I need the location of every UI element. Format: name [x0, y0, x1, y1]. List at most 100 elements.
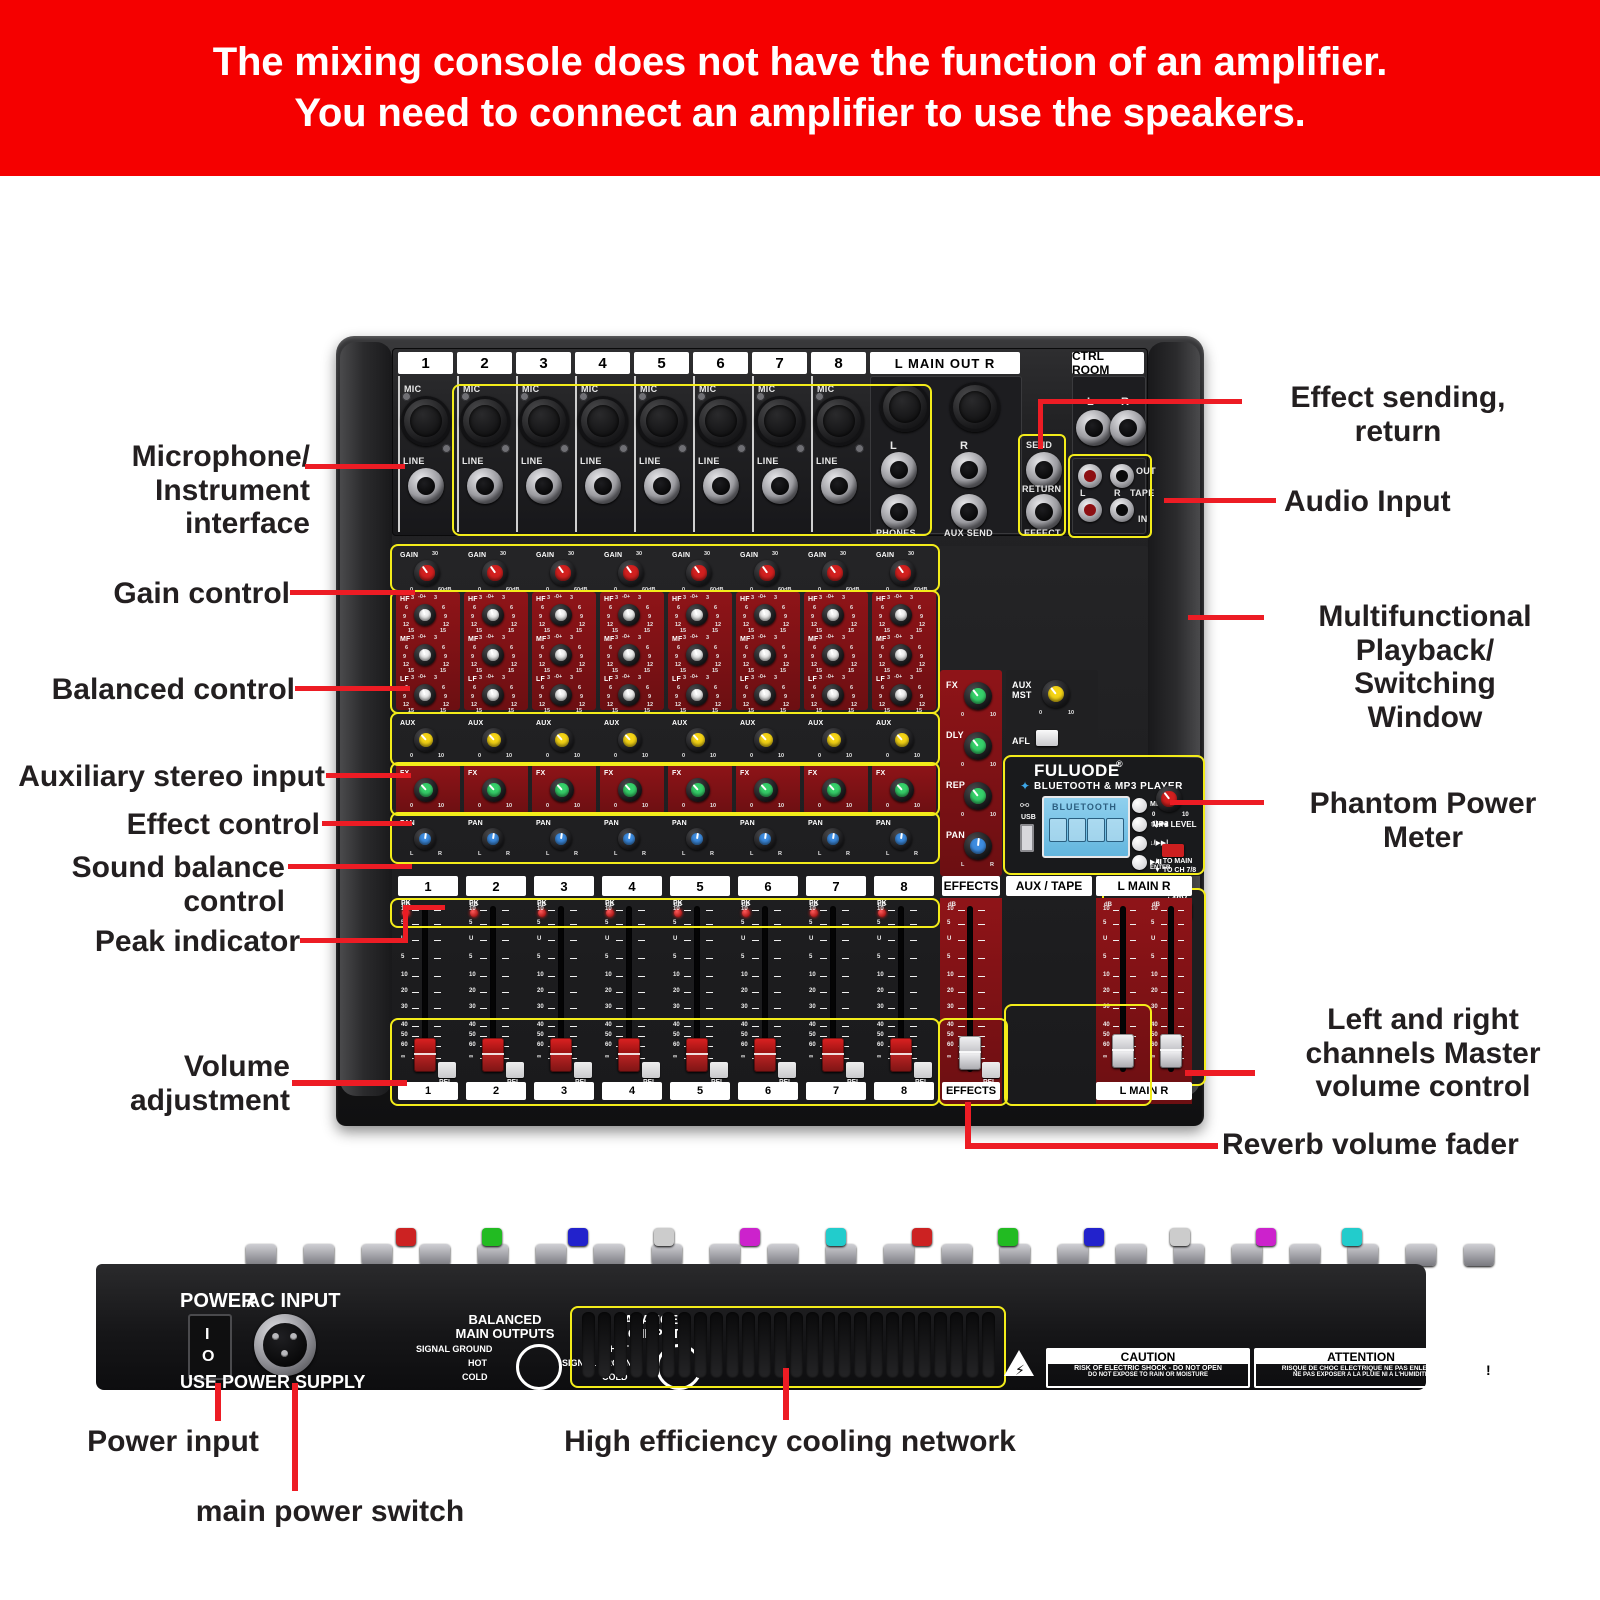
pfl-button[interactable]	[438, 1062, 456, 1078]
pfl-button[interactable]	[506, 1062, 524, 1078]
effects-fader[interactable]	[959, 1036, 981, 1070]
knob-pan-ch7[interactable]	[822, 828, 844, 850]
tape-out-rca-r[interactable]	[1110, 464, 1134, 488]
pfl-button[interactable]	[914, 1062, 932, 1078]
line-trs-jack[interactable]	[762, 468, 798, 504]
knob-gain-ch1[interactable]	[414, 560, 440, 586]
knob-mf-ch8[interactable]	[890, 644, 912, 666]
channel-fader-1[interactable]	[414, 1038, 436, 1072]
main-out-xlr-l[interactable]	[880, 382, 930, 432]
knob-lf-ch7[interactable]	[822, 684, 844, 706]
fx-strip-knob-fx[interactable]	[964, 682, 992, 710]
fx-strip-knob-pan[interactable]	[964, 832, 992, 860]
line-trs-jack[interactable]	[821, 468, 857, 504]
knob-lf-ch6[interactable]	[754, 684, 776, 706]
channel-fader-7[interactable]	[822, 1038, 844, 1072]
knob-fx-ch7[interactable]	[822, 778, 846, 802]
channel-fader-3[interactable]	[550, 1038, 572, 1072]
knob-fx-ch6[interactable]	[754, 778, 778, 802]
knob-aux-ch6[interactable]	[754, 728, 778, 752]
knob-gain-ch8[interactable]	[890, 560, 916, 586]
knob-mf-ch1[interactable]	[414, 644, 436, 666]
knob-gain-ch4[interactable]	[618, 560, 644, 586]
knob-pan-ch2[interactable]	[482, 828, 504, 850]
mp3-button-2[interactable]	[1132, 836, 1147, 851]
knob-lf-ch5[interactable]	[686, 684, 708, 706]
phones-jack[interactable]	[881, 494, 917, 530]
xlr-mic-jack[interactable]	[814, 396, 864, 446]
fx-strip-knob-rep[interactable]	[964, 782, 992, 810]
tape-in-rca-r[interactable]	[1110, 498, 1134, 522]
knob-fx-ch1[interactable]	[414, 778, 438, 802]
tape-in-rca-l[interactable]	[1078, 498, 1102, 522]
knob-lf-ch8[interactable]	[890, 684, 912, 706]
ctrl-room-trs-r[interactable]	[1110, 410, 1146, 446]
knob-hf-ch7[interactable]	[822, 604, 844, 626]
knob-pan-ch6[interactable]	[754, 828, 776, 850]
knob-gain-ch2[interactable]	[482, 560, 508, 586]
ctrl-room-trs-l[interactable]	[1076, 410, 1112, 446]
knob-hf-ch8[interactable]	[890, 604, 912, 626]
knob-hf-ch5[interactable]	[686, 604, 708, 626]
afl-switch[interactable]	[1036, 730, 1058, 746]
knob-fx-ch3[interactable]	[550, 778, 574, 802]
master-fader-L[interactable]	[1112, 1034, 1134, 1068]
master-fader-R[interactable]	[1160, 1034, 1182, 1068]
knob-aux-ch3[interactable]	[550, 728, 574, 752]
knob-hf-ch3[interactable]	[550, 604, 572, 626]
knob-aux-ch8[interactable]	[890, 728, 914, 752]
pfl-button[interactable]	[642, 1062, 660, 1078]
knob-mf-ch4[interactable]	[618, 644, 640, 666]
knob-mf-ch3[interactable]	[550, 644, 572, 666]
mp3-button-1[interactable]	[1132, 817, 1147, 832]
main-out-trs-r[interactable]	[951, 452, 987, 488]
knob-lf-ch1[interactable]	[414, 684, 436, 706]
knob-mf-ch6[interactable]	[754, 644, 776, 666]
line-trs-jack[interactable]	[408, 468, 444, 504]
knob-pan-ch3[interactable]	[550, 828, 572, 850]
line-trs-jack[interactable]	[644, 468, 680, 504]
to-main-ch78-switch[interactable]	[1162, 844, 1184, 857]
knob-mf-ch2[interactable]	[482, 644, 504, 666]
line-trs-jack[interactable]	[526, 468, 562, 504]
pfl-button-effects[interactable]	[982, 1062, 1000, 1078]
knob-lf-ch3[interactable]	[550, 684, 572, 706]
knob-aux-ch4[interactable]	[618, 728, 642, 752]
knob-mf-ch7[interactable]	[822, 644, 844, 666]
xlr-mic-jack[interactable]	[578, 396, 628, 446]
knob-hf-ch1[interactable]	[414, 604, 436, 626]
main-out-trs-l[interactable]	[881, 452, 917, 488]
channel-fader-8[interactable]	[890, 1038, 912, 1072]
knob-hf-ch4[interactable]	[618, 604, 640, 626]
knob-hf-ch2[interactable]	[482, 604, 504, 626]
channel-fader-5[interactable]	[686, 1038, 708, 1072]
knob-fx-ch2[interactable]	[482, 778, 506, 802]
knob-pan-ch1[interactable]	[414, 828, 436, 850]
xlr-mic-jack[interactable]	[696, 396, 746, 446]
xlr-mic-jack[interactable]	[519, 396, 569, 446]
knob-mp3-level[interactable]	[1156, 786, 1182, 812]
knob-fx-ch4[interactable]	[618, 778, 642, 802]
knob-aux-ch2[interactable]	[482, 728, 506, 752]
knob-gain-ch5[interactable]	[686, 560, 712, 586]
main-out-xlr-r[interactable]	[950, 382, 1000, 432]
knob-fx-ch5[interactable]	[686, 778, 710, 802]
channel-fader-6[interactable]	[754, 1038, 776, 1072]
pfl-button[interactable]	[710, 1062, 728, 1078]
xlr-mic-jack[interactable]	[755, 396, 805, 446]
knob-aux-master[interactable]	[1042, 680, 1070, 708]
effect-return-jack[interactable]	[1026, 494, 1062, 530]
mp3-button-0[interactable]	[1132, 798, 1147, 813]
tape-out-rca-l[interactable]	[1078, 464, 1102, 488]
knob-lf-ch2[interactable]	[482, 684, 504, 706]
knob-lf-ch4[interactable]	[618, 684, 640, 706]
channel-fader-4[interactable]	[618, 1038, 640, 1072]
xlr-mic-jack[interactable]	[460, 396, 510, 446]
usb-port[interactable]	[1020, 824, 1034, 852]
knob-aux-ch7[interactable]	[822, 728, 846, 752]
knob-pan-ch4[interactable]	[618, 828, 640, 850]
mp3-button-3[interactable]	[1132, 855, 1147, 870]
knob-fx-ch8[interactable]	[890, 778, 914, 802]
knob-gain-ch7[interactable]	[822, 560, 848, 586]
knob-pan-ch8[interactable]	[890, 828, 912, 850]
